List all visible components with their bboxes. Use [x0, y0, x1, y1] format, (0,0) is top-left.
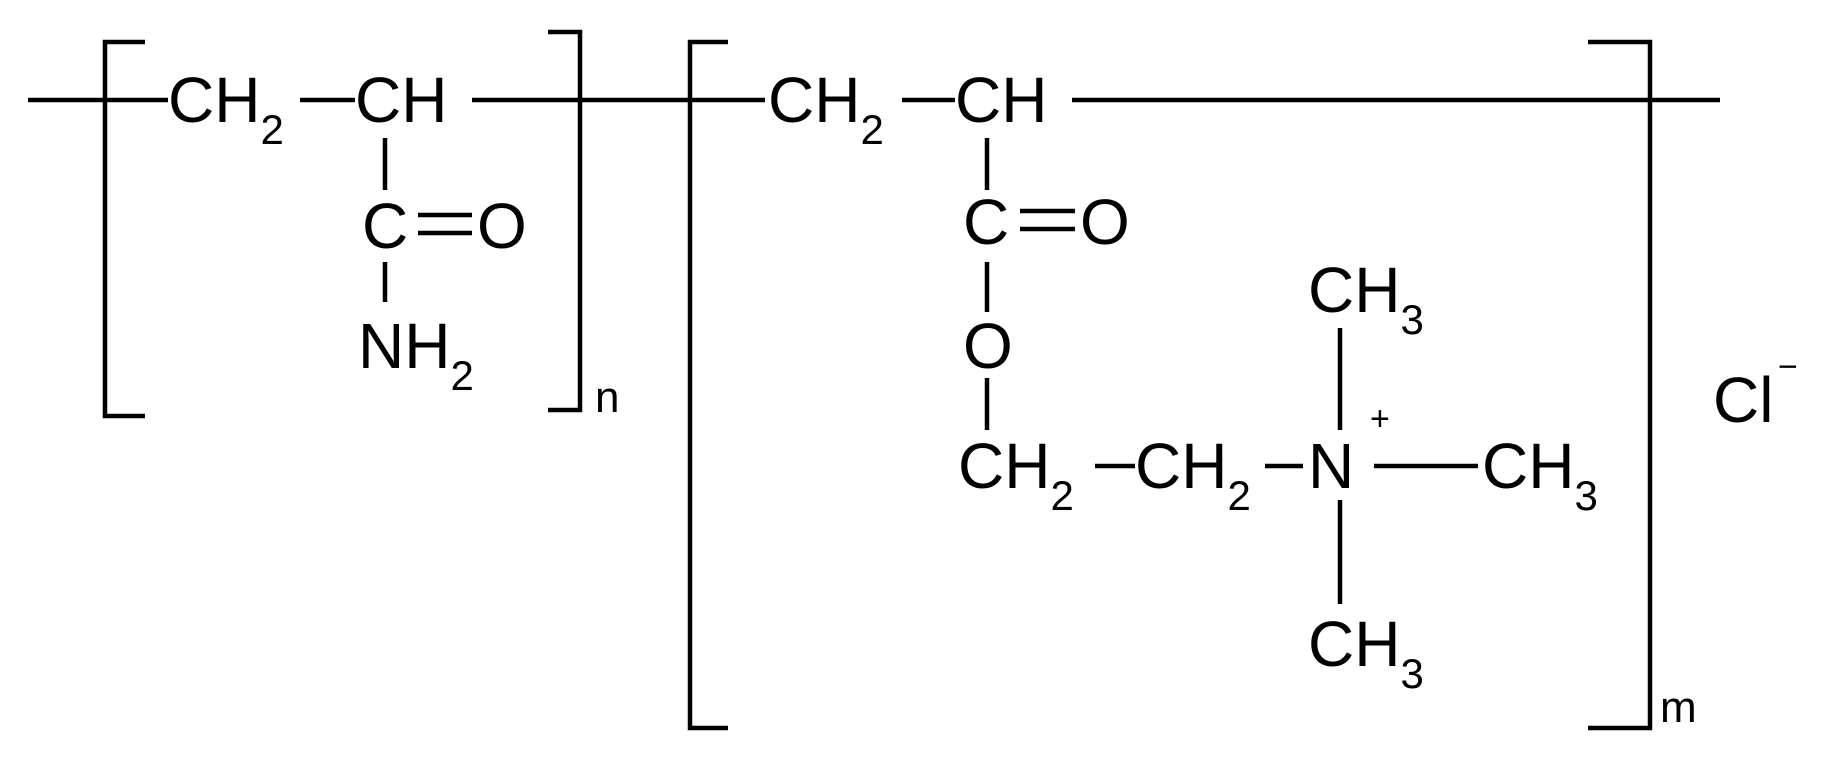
repeat-label-m: m: [1660, 683, 1697, 732]
counter-ion-chloride: Cl: [1713, 364, 1773, 436]
repeat-label-n: n: [595, 373, 619, 422]
atom-ester-o: O: [963, 310, 1013, 382]
atom-ch2-m: CH2: [768, 64, 884, 153]
atom-carbonyl-c-n: C: [362, 190, 408, 262]
bracket-right-n: [548, 29, 583, 413]
atom-nitrogen: N: [1308, 430, 1354, 502]
atom-methyl-top: CH3: [1308, 254, 1424, 343]
atom-carbonyl-o-n: O: [477, 190, 527, 262]
bracket-left-m: [687, 39, 728, 731]
bracket-left-n: [102, 39, 145, 419]
bracket-right-m: [1588, 39, 1653, 731]
atom-carbonyl-o-m: O: [1080, 186, 1130, 258]
atom-methyl-right: CH3: [1482, 430, 1598, 519]
atom-carbonyl-c-m: C: [963, 186, 1009, 258]
counter-ion-charge: −: [1778, 348, 1798, 386]
atom-ch2-a: CH2: [958, 430, 1074, 519]
atom-amide-n: NH2: [358, 310, 474, 399]
atom-ch2-n: CH2: [168, 64, 284, 153]
atom-methyl-bottom: CH3: [1308, 608, 1424, 697]
nitrogen-charge: +: [1370, 400, 1390, 438]
atom-ch-n: CH: [355, 64, 447, 136]
atom-ch-m: CH: [955, 64, 1047, 136]
atom-ch2-b: CH2: [1135, 430, 1251, 519]
